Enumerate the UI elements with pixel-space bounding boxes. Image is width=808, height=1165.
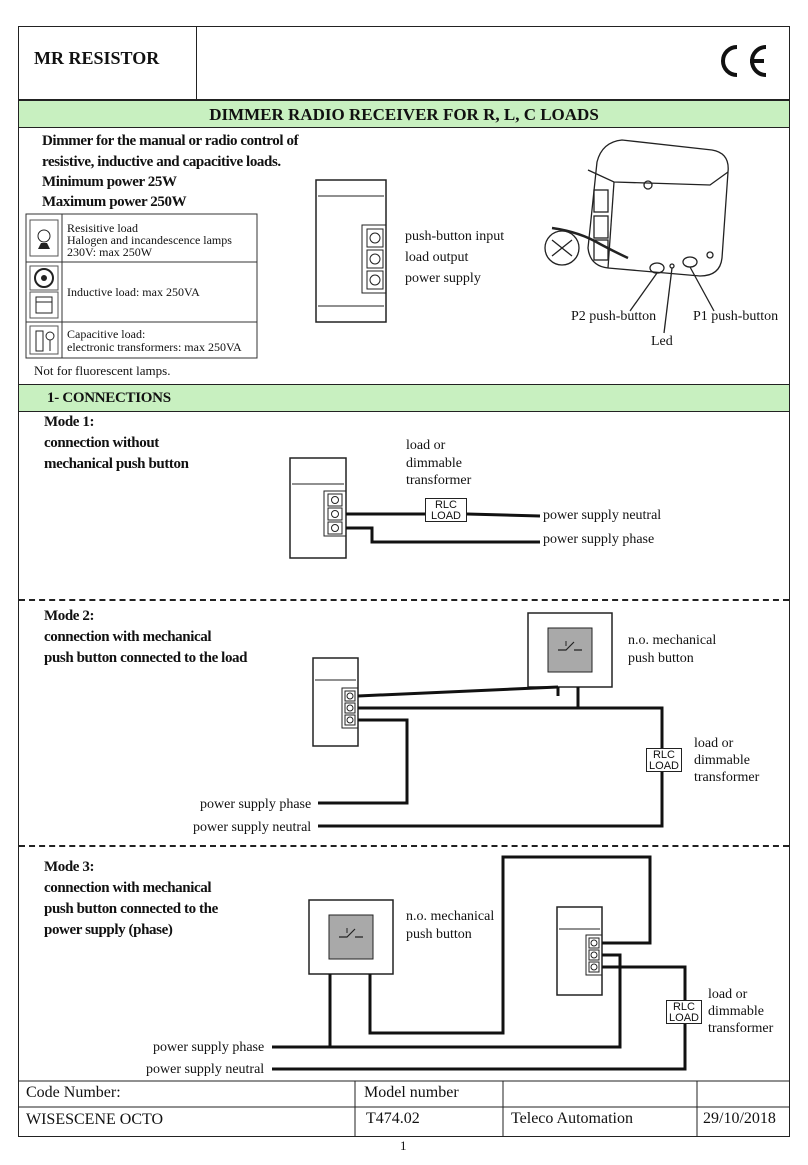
mode3-load-label-1: load or bbox=[708, 987, 748, 1002]
label-p2-push-button: P2 push-button bbox=[571, 309, 657, 324]
intro-line-2: resistive, inductive and capacitive load… bbox=[42, 154, 281, 170]
mode2-desc-2: push button connected to the load bbox=[44, 650, 248, 666]
intro-line-3: Minimum power 25W bbox=[42, 174, 177, 190]
resistive-load-3: 230V: max 250W bbox=[67, 245, 153, 259]
mode3-button-label-2: push button bbox=[406, 927, 472, 942]
label-led: Led bbox=[651, 334, 673, 349]
mode2-desc-1: connection with mechanical bbox=[44, 629, 212, 645]
header-bottom-line bbox=[18, 99, 790, 100]
mode1-title: Mode 1: bbox=[44, 414, 95, 430]
mode2-load-label-3: transformer bbox=[694, 770, 760, 785]
lamp-icon bbox=[29, 219, 59, 257]
mode3-button bbox=[308, 899, 394, 975]
mode3-desc-3: power supply (phase) bbox=[44, 922, 173, 938]
mode2-load-label-1: load or bbox=[694, 736, 734, 751]
mode2-button bbox=[527, 612, 613, 688]
ce-mark-icon bbox=[721, 45, 767, 77]
separator-mode-2 bbox=[19, 599, 789, 601]
device-3d-drawing bbox=[544, 139, 729, 334]
transformer-icon bbox=[29, 325, 59, 355]
code-number-value: WISESCENE OCTO bbox=[26, 1111, 164, 1128]
mode3-desc-1: connection with mechanical bbox=[44, 880, 212, 896]
intro-line-1: Dimmer for the manual or radio control o… bbox=[42, 133, 299, 149]
mode2-load: LOAD bbox=[649, 760, 679, 772]
mode2-phase-label: power supply phase bbox=[200, 797, 312, 812]
motor-icon bbox=[29, 265, 59, 319]
mode2-rlc-load-box: RLC LOAD bbox=[646, 748, 682, 772]
label-p1-push-button: P1 push-button bbox=[693, 309, 779, 324]
mode2-wires bbox=[318, 685, 664, 828]
page-frame bbox=[18, 26, 790, 1137]
label-push-button-input: push-button input bbox=[405, 229, 505, 244]
mode2-button-label-2: push button bbox=[628, 651, 694, 666]
mode3-button-label-1: n.o. mechanical bbox=[406, 909, 495, 924]
capacitive-load-2: electronic transformers: max 250VA bbox=[67, 340, 242, 354]
main-title: DIMMER RADIO RECEIVER FOR R, L, C LOADS bbox=[19, 100, 789, 128]
mode1-phase-label: power supply phase bbox=[543, 532, 655, 547]
mode2-button-label-1: n.o. mechanical bbox=[628, 633, 717, 648]
mode3-rlc: RLC bbox=[672, 1001, 695, 1013]
receiver-side-drawing bbox=[315, 179, 387, 323]
resistive-load-1: Resisitive load bbox=[67, 221, 138, 235]
mode3-phase-label: power supply phase bbox=[153, 1040, 265, 1055]
mode3-wires bbox=[272, 855, 687, 1071]
intro-line-4: Maximum power 250W bbox=[42, 194, 187, 210]
document-date: 29/10/2018 bbox=[703, 1110, 776, 1127]
product-name: MR RESISTOR bbox=[34, 48, 160, 68]
mode2-receiver bbox=[312, 657, 359, 747]
page-number: 1 bbox=[400, 1138, 407, 1153]
mode3-load-label-3: transformer bbox=[708, 1021, 774, 1036]
mode2-load-label-2: dimmable bbox=[694, 753, 750, 768]
mode3-rlc-load-box: RLC LOAD bbox=[666, 1000, 702, 1024]
company-name: Teleco Automation bbox=[511, 1110, 633, 1127]
mode3-load: LOAD bbox=[669, 1012, 699, 1024]
code-number-label: Code Number: bbox=[26, 1084, 121, 1101]
mode1-load: LOAD bbox=[431, 510, 461, 522]
label-load-output: load output bbox=[405, 250, 469, 265]
mode2-neutral-label: power supply neutral bbox=[193, 820, 312, 835]
mode1-neutral-label: power supply neutral bbox=[543, 508, 662, 523]
header-divider bbox=[196, 26, 197, 99]
mode3-receiver bbox=[556, 906, 603, 996]
mode1-load-label-3: transformer bbox=[406, 473, 472, 488]
mode1-desc-1: connection without bbox=[44, 435, 159, 451]
resistive-load-2: Halogen and incandescence lamps bbox=[67, 233, 232, 247]
mode1-rlc: RLC bbox=[434, 499, 457, 511]
inductive-load: Inductive load: max 250VA bbox=[67, 285, 200, 299]
mode1-load-label-1: load or bbox=[406, 438, 446, 453]
mode3-title: Mode 3: bbox=[44, 859, 95, 875]
mode2-rlc: RLC bbox=[652, 749, 675, 761]
label-power-supply: power supply bbox=[405, 271, 481, 286]
mode2-title: Mode 2: bbox=[44, 608, 95, 624]
mode3-desc-2: push button connected to the bbox=[44, 901, 218, 917]
mode1-load-label-2: dimmable bbox=[406, 456, 462, 471]
mode1-desc-2: mechanical push button bbox=[44, 456, 189, 472]
model-number-value: T474.02 bbox=[366, 1110, 420, 1127]
mode3-load-label-2: dimmable bbox=[708, 1004, 764, 1019]
capacitive-load-1: Capacitive load: bbox=[67, 327, 146, 341]
model-number-label: Model number bbox=[364, 1084, 459, 1101]
connections-title: 1- CONNECTIONS bbox=[19, 384, 789, 412]
separator-mode-3 bbox=[19, 845, 789, 847]
mode1-rlc-load-box: RLC LOAD bbox=[425, 498, 467, 522]
mode1-wires bbox=[346, 512, 541, 544]
mode3-neutral-label: power supply neutral bbox=[146, 1062, 265, 1077]
fluorescent-note: Not for fluorescent lamps. bbox=[34, 363, 171, 378]
